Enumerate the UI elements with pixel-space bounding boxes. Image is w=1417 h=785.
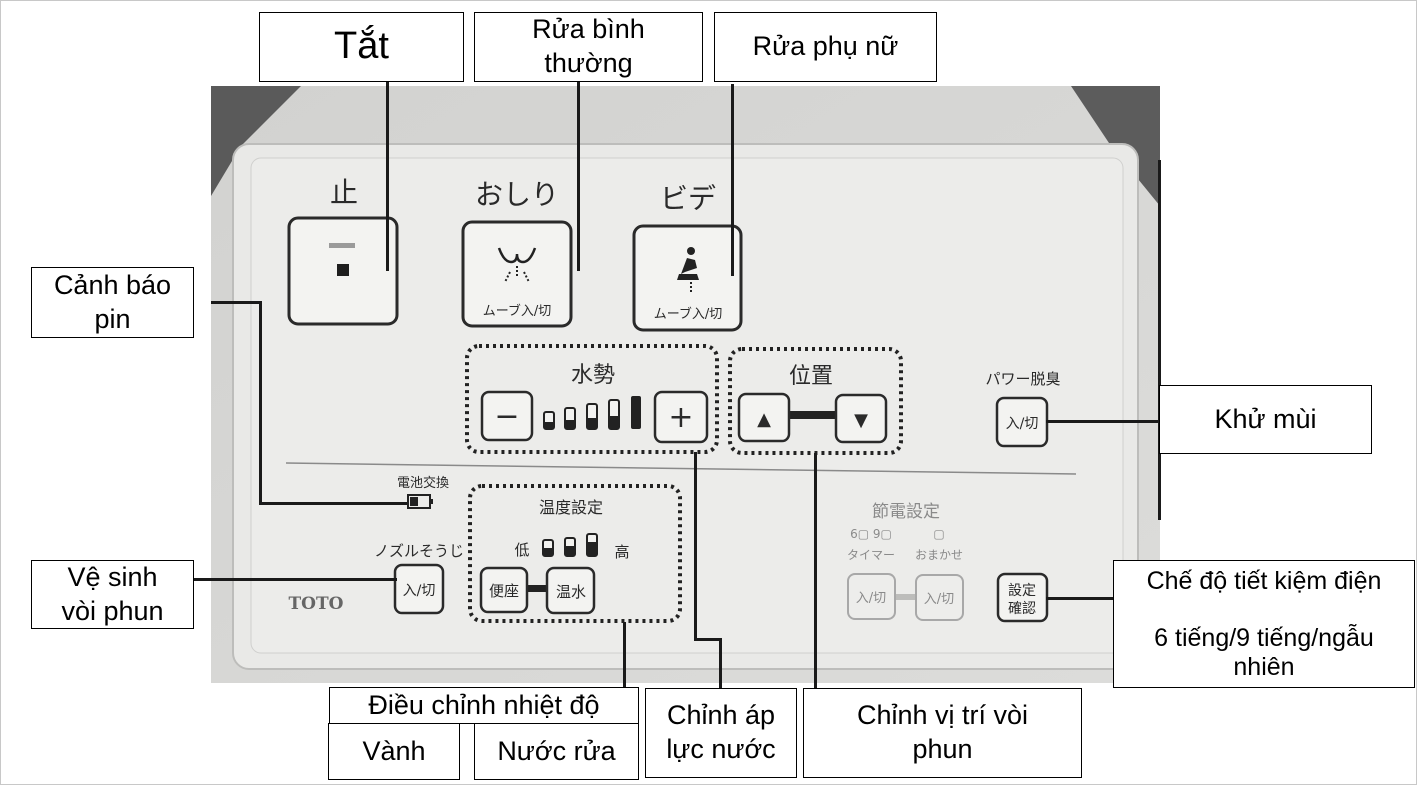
svg-text:入/切: 入/切 <box>1006 416 1039 432</box>
callout-nozzle-position: Chỉnh vị trí vòi phun <box>803 688 1082 778</box>
position-up-button[interactable] <box>737 392 791 443</box>
callout-battery-warning: Cảnh báo pin <box>31 267 194 338</box>
pointer-right-edge <box>1158 160 1161 520</box>
callout-wash-water: Nước rửa <box>474 723 639 780</box>
svg-text:▼: ▼ <box>854 410 868 431</box>
battery-label: 電池交換 <box>397 475 449 491</box>
callout-seat-rim: Vành <box>328 723 460 780</box>
callout-normal-wash: Rửa bình thường <box>474 12 703 82</box>
svg-text:+: + <box>668 400 693 435</box>
battery-icon <box>407 494 433 509</box>
svg-text:ムーブ入/切: ムーブ入/切 <box>654 306 723 322</box>
svg-text:低: 低 <box>514 541 529 559</box>
svg-text:確認: 確認 <box>1008 601 1036 617</box>
pressure-minus-button[interactable] <box>480 390 534 442</box>
seat-temp-button[interactable] <box>479 566 529 614</box>
auto-button[interactable] <box>915 574 964 621</box>
bidet-label: ビデ <box>660 182 716 215</box>
callout-deodorize: Khử mùi <box>1159 385 1372 454</box>
pointer-battery-h2 <box>259 502 407 505</box>
pointer-feminine-wash <box>731 84 734 276</box>
pressure-label: 水勢 <box>571 363 615 388</box>
callout-temperature: Điều chỉnh nhiệt độ <box>329 687 639 724</box>
svg-text:タイマー: タイマー <box>847 548 895 562</box>
temperature-label: 温度設定 <box>539 498 603 517</box>
oshiri-label: おしり <box>475 178 559 211</box>
svg-text:温水: 温水 <box>556 583 586 601</box>
svg-text:設定: 設定 <box>1008 583 1036 599</box>
rear-wash-icon <box>497 247 537 264</box>
control-panel-photo: 止 おしり ムーブ入/切 ビデ ムーブ入/切 水勢 − <box>211 86 1160 683</box>
callout-power-saving: Chế độ tiết kiệm điện 6 tiếng/9 tiếng/ng… <box>1113 560 1415 688</box>
callout-feminine-wash: Rửa phụ nữ <box>714 12 937 82</box>
nozzle-clean-button[interactable] <box>393 563 445 615</box>
svg-text:おまかせ: おまかせ <box>915 548 963 562</box>
callout-nozzle-clean: Vệ sinh vòi phun <box>31 560 194 629</box>
pointer-normal-wash <box>577 81 580 271</box>
position-down-button[interactable] <box>834 393 888 444</box>
pointer-off <box>386 81 389 271</box>
pointer-deodorize <box>1046 420 1160 423</box>
pointer-battery-v <box>259 301 262 505</box>
pointer-power-saving <box>1046 597 1114 600</box>
timer-button[interactable] <box>847 573 896 620</box>
pointer-pressure-h <box>694 638 721 641</box>
pointer-pressure-v2 <box>719 638 722 688</box>
pressure-plus-button[interactable] <box>653 390 709 444</box>
svg-text:▢: ▢ <box>933 527 944 541</box>
svg-text:−: − <box>494 399 519 434</box>
pointer-position <box>814 453 817 688</box>
svg-text:ムーブ入/切: ムーブ入/切 <box>483 303 552 319</box>
pressure-level-indicator <box>543 396 641 430</box>
stop-label: 止 <box>330 176 358 209</box>
callout-water-pressure: Chỉnh áp lực nước <box>645 688 797 778</box>
water-pressure-group <box>465 344 719 454</box>
svg-text:入/切: 入/切 <box>924 592 954 607</box>
water-temp-button[interactable] <box>545 566 596 615</box>
svg-text:6▢ 9▢: 6▢ 9▢ <box>850 527 892 541</box>
toto-logo: TOTO <box>289 594 344 614</box>
pointer-battery-h1 <box>211 301 262 304</box>
callout-off: Tắt <box>259 12 464 82</box>
power-saving-label: 節電設定 <box>872 502 940 522</box>
bidet-icon <box>677 247 699 292</box>
svg-text:高: 高 <box>614 543 629 561</box>
position-label: 位置 <box>789 364 833 389</box>
deodorize-label: パワー脱臭 <box>985 370 1060 388</box>
nozzle-clean-label: ノズルそうじ <box>374 542 464 560</box>
temperature-level-indicator <box>542 533 598 557</box>
temperature-group <box>468 484 682 623</box>
pointer-nozzle-clean <box>193 578 397 581</box>
svg-text:入/切: 入/切 <box>856 591 886 606</box>
svg-text:▲: ▲ <box>757 409 771 430</box>
svg-text:便座: 便座 <box>489 582 519 600</box>
pointer-temperature <box>623 622 626 688</box>
pointer-pressure-v1 <box>694 452 697 640</box>
svg-text:入/切: 入/切 <box>403 583 436 599</box>
